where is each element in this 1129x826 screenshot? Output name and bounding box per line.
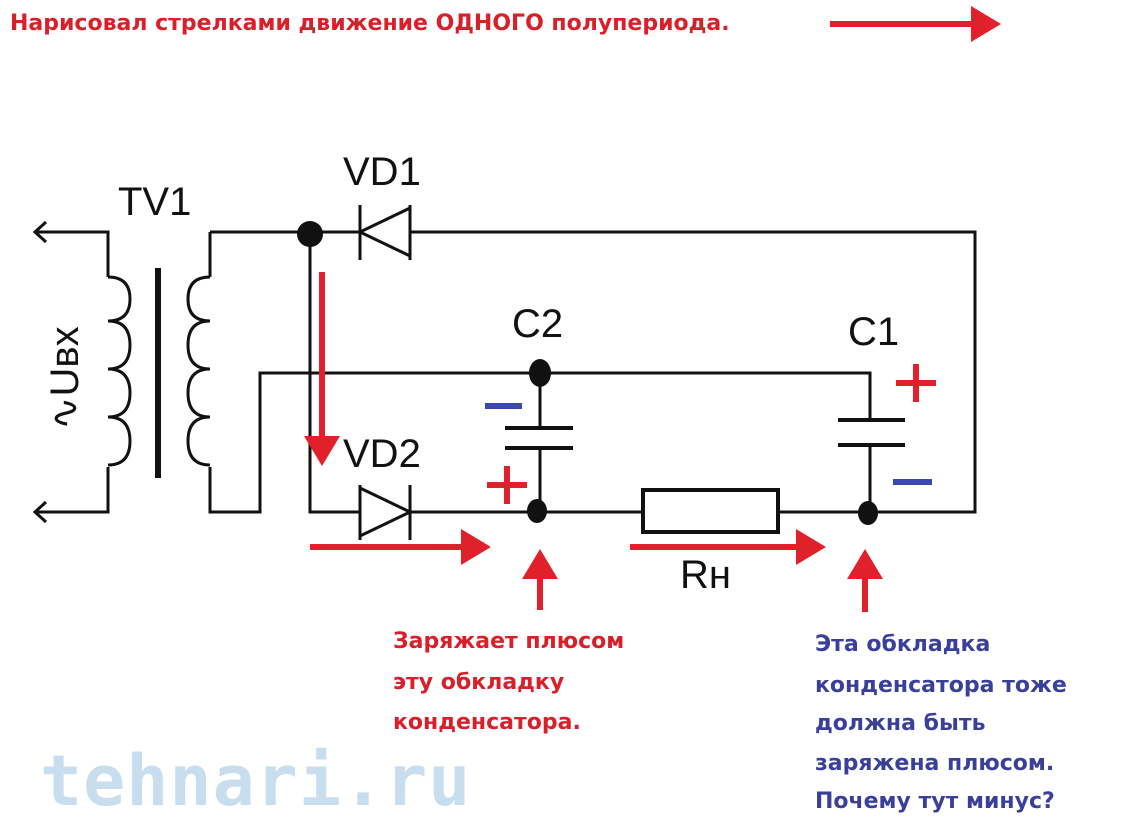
- resistor-rn: [641, 488, 780, 534]
- diode-vd2: [358, 485, 414, 540]
- polarity-signs: [485, 364, 936, 504]
- plus-sign: [487, 466, 527, 504]
- svg-text:Эта обкладка: Эта обкладка: [815, 632, 990, 657]
- note-blue: Эта обкладка конденсатора тоже должна бы…: [815, 632, 1067, 814]
- capacitor-c2: [505, 426, 573, 450]
- diode-vd1: [356, 205, 412, 260]
- svg-text:должна быть: должна быть: [815, 711, 986, 736]
- plus-sign: [896, 364, 936, 402]
- label-uin: ∿Uвх: [43, 326, 87, 430]
- svg-text:Почему тут минус?: Почему тут минус?: [815, 789, 1055, 814]
- junction-dots: [297, 221, 878, 525]
- capacitor-c1: [838, 418, 905, 447]
- label-rn: Rн: [680, 553, 731, 597]
- svg-text:эту обкладку: эту обкладку: [393, 670, 564, 695]
- secondary-coil: [186, 275, 211, 467]
- label-c2: C2: [512, 302, 563, 346]
- current-arrows: [304, 272, 883, 612]
- label-vd1: VD1: [343, 150, 421, 194]
- svg-text:Заряжает плюсом: Заряжает плюсом: [393, 629, 624, 654]
- watermark: tehnari.ru: [40, 740, 471, 822]
- label-c1: C1: [848, 310, 899, 354]
- note-red: Заряжает плюсом эту обкладку конденсатор…: [393, 629, 624, 735]
- label-vd2: VD2: [343, 432, 421, 476]
- svg-text:конденсатора.: конденсатора.: [393, 710, 581, 735]
- primary-coil: [107, 275, 132, 467]
- svg-text:заряжена плюсом.: заряжена плюсом.: [815, 751, 1054, 776]
- svg-text:конденсатора тоже: конденсатора тоже: [815, 673, 1067, 698]
- title-text: Нарисовал стрелками движение ОДНОГО полу…: [10, 11, 730, 36]
- label-tv1: TV1: [118, 180, 191, 224]
